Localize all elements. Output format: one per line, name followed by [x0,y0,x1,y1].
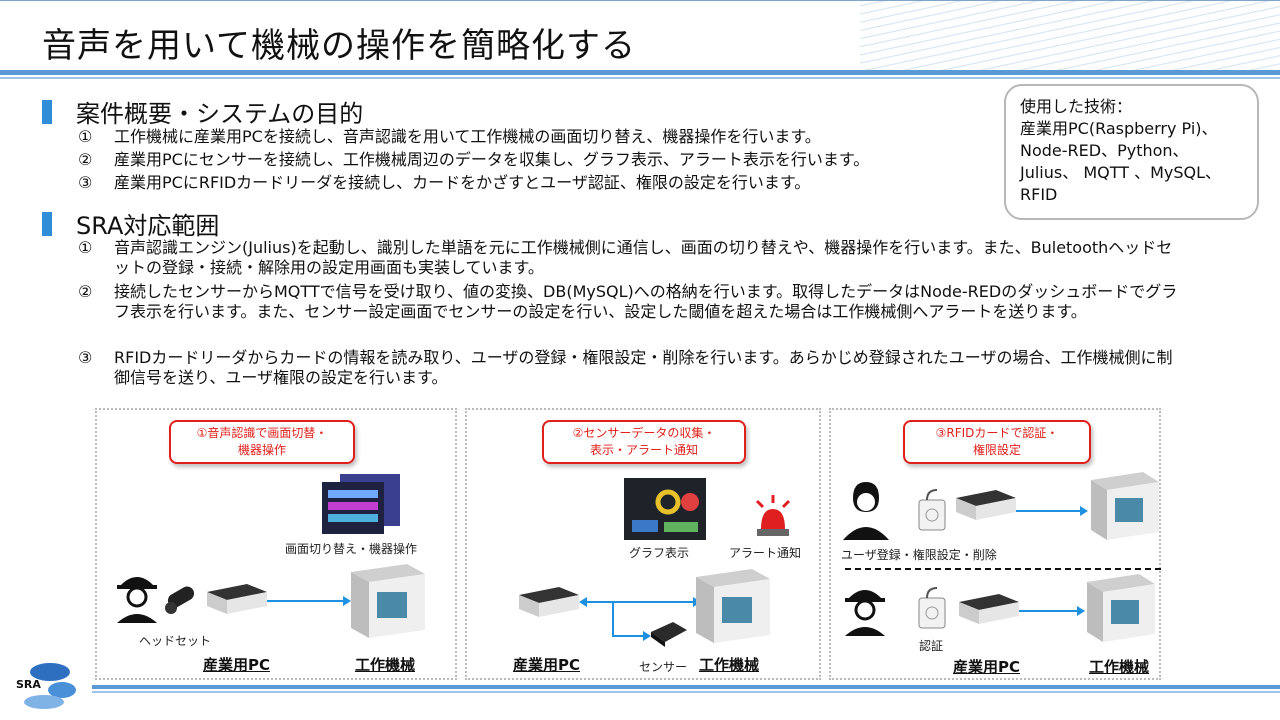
title-bar [0,0,1280,72]
industrial-pc-icon [959,594,1019,624]
tag-line: ①音声認識で画面切替・ [196,426,328,440]
item-number: ② [78,282,93,301]
machine-tool-icon [1091,472,1159,540]
footer-rule-thin [92,691,1280,693]
connection-arrow [1019,606,1085,616]
panel-tag: ②センサーデータの収集・ 表示・アラート通知 [542,420,746,464]
heading-marker [42,211,52,236]
item-text: 工作機械に産業用PCを接続し、音声認識を用いて工作機械の画面切り替え、機器操作を… [114,127,821,146]
card-reader-icon [918,587,946,629]
title-rule-thin [0,77,1280,79]
auth-label: 認証 [919,639,944,653]
panel-rfid: ③RFIDカードで認証・ 権限設定 ユーザ登録・権限設定・削除 認証 [829,408,1161,680]
section-heading-text: 案件概要・システムの目的 [76,100,364,128]
footer-rule [92,685,1280,689]
item-text: 音声認識エンジン(Julius)を起動し、識別した単語を元に工作機械側に通信し、… [114,238,1173,277]
item-text: 産業用PCにRFIDカードリーダを接続し、カードをかざすとユーザ認証、権限の設定… [114,173,811,192]
tag-line: 権限設定 [972,443,1021,457]
title-decoration [860,1,1280,71]
user-management-label: ユーザ登録・権限設定・削除 [841,548,997,562]
panel-tag: ③RFIDカードで認証・ 権限設定 [903,420,1091,464]
tag-line: 表示・アラート通知 [589,443,698,457]
heading-marker [42,99,52,124]
section-heading-overview: 案件概要・システムの目的 [42,94,363,129]
item-text: RFIDカードリーダからカードの情報を読み取り、ユーザの登録・権限設定・削除を行… [114,348,1173,387]
tech-body: 産業用PC(Raspberry Pi)、Node-RED、Python、Juli… [1020,119,1222,204]
item-number: ③ [78,173,93,192]
pc-label: 産業用PC [203,656,271,674]
logo-icon [24,663,76,709]
screen-icon [322,474,400,534]
logo-text: SRA [16,678,41,691]
panel-voice: ①音声認識で画面切替・ 機器操作 画面切り替え・機器操作 ヘッドセット 産業用P… [95,408,457,680]
worker-icon [117,577,157,623]
tag-line: 機器操作 [237,443,286,457]
item-number: ① [78,127,93,146]
section-heading-scope: SRA対応範囲 [42,206,219,241]
machine-label: 工作機械 [699,656,760,674]
overview-item-2: ② 産業用PCにセンサーを接続し、工作機械周辺のデータを収集し、グラフ表示、アラ… [78,150,1184,170]
pc-label: 産業用PC [513,656,581,674]
tag-line: ③RFIDカードで認証・ [935,426,1059,440]
item-text: 産業用PCにセンサーを接続し、工作機械周辺のデータを収集し、グラフ表示、アラート… [114,150,870,169]
page-title: 音声を用いて機械の操作を簡略化する [42,26,636,66]
alert-light-icon [755,495,791,536]
connection-arrow [1016,506,1088,516]
sra-logo: SRA [8,660,78,710]
machine-label: 工作機械 [355,656,416,674]
section-heading-text: SRA対応範囲 [76,212,220,240]
machine-tool-icon [696,569,770,643]
title-rule [0,70,1280,75]
divider [845,568,1161,570]
sensor-label: センサー [639,660,688,674]
industrial-pc-icon [519,587,579,617]
scope-item-3: ③ RFIDカードリーダからカードの情報を読み取り、ユーザの登録・権限設定・削除… [78,348,1184,388]
alert-label: アラート通知 [729,546,802,560]
scope-item-1: ① 音声認識エンジン(Julius)を起動し、識別した単語を元に工作機械側に通信… [78,238,1184,278]
scope-item-2: ② 接続したセンサーからMQTTで信号を受け取り、値の変換、DB(MySQL)へ… [78,282,1184,322]
tag-line: ②センサーデータの収集・ [572,426,716,440]
item-number: ② [78,150,93,169]
industrial-pc-icon [956,490,1016,520]
worker-icon [845,590,885,636]
item-text: 接続したセンサーからMQTTで信号を受け取り、値の変換、DB(MySQL)への格… [114,282,1178,321]
tech-heading: 使用した技術： [1020,97,1133,116]
dashboard-icon [624,478,706,540]
machine-tool-icon [351,564,425,638]
connection-arrow [267,596,351,606]
item-number: ③ [78,348,93,367]
panel-sensor: ②センサーデータの収集・ 表示・アラート通知 グラフ表示 アラート通知 センサー [465,408,821,680]
connection-arrows [579,597,701,641]
tech-box: 使用した技術： 産業用PC(Raspberry Pi)、Node-RED、Pyt… [1004,84,1259,220]
overview-item-1: ① 工作機械に産業用PCを接続し、音声認識を用いて工作機械の画面切り替え、機器操… [78,127,1184,147]
machine-tool-icon [1087,574,1155,642]
item-number: ① [78,238,93,257]
graph-label: グラフ表示 [629,546,690,560]
overview-item-3: ③ 産業用PCにRFIDカードリーダを接続し、カードをかざすとユーザ認証、権限の… [78,173,1184,193]
pc-label: 産業用PC [953,658,1021,676]
card-reader-icon [918,489,946,531]
screen-label: 画面切り替え・機器操作 [285,542,418,556]
industrial-pc-icon [207,584,267,614]
panel-tag: ①音声認識で画面切替・ 機器操作 [169,420,355,464]
headset-label: ヘッドセット [139,634,212,648]
headset-icon [165,586,195,614]
user-icon [843,482,889,540]
machine-label: 工作機械 [1089,658,1150,676]
sensor-icon [651,622,687,647]
